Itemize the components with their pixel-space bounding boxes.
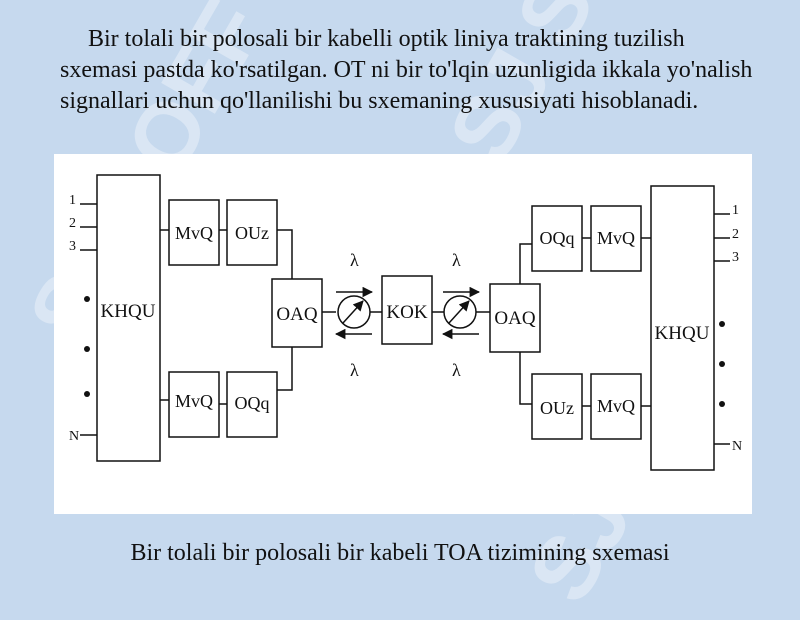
right-oaq-label: OAQ: [494, 308, 535, 329]
left-khqu-block: [96, 174, 161, 462]
right-port-3: 3: [732, 250, 739, 265]
right-mvq-top-block: [590, 205, 642, 272]
right-mvq-bottom-block: [590, 373, 642, 440]
left-port-2: 2: [69, 216, 76, 231]
left-oqq-block: [226, 371, 278, 438]
left-mvq-bottom-block: [168, 371, 220, 438]
lambda-label: λ: [350, 360, 359, 380]
intro-paragraph: Bir tolali bir polosali bir kabelli opti…: [60, 24, 765, 117]
kok-label: KOK: [386, 302, 427, 323]
right-mvq-top-label: MvQ: [597, 228, 635, 248]
right-khqu-block: [650, 185, 715, 471]
right-mvq-bottom-label: MvQ: [597, 396, 635, 416]
left-mvq-bottom-label: MvQ: [175, 391, 213, 411]
left-mvq-top-block: [168, 199, 220, 266]
right-khqu-label: KHQU: [655, 323, 710, 344]
right-dot: [719, 321, 725, 327]
right-oqq-label: OQq: [540, 228, 575, 248]
right-ouz-label: OUz: [540, 398, 574, 418]
lambda-label: λ: [350, 250, 359, 270]
kok-block: [381, 275, 433, 345]
lambda-label: λ: [452, 250, 461, 270]
block-diagram: KHQU 1 2 3 N MvQ OUz MvQ OQq OAQ: [69, 174, 742, 471]
right-oqq-block: [531, 205, 583, 272]
right-ouz-block: [531, 373, 583, 440]
left-khqu-label: KHQU: [101, 301, 156, 322]
left-port-3: 3: [69, 239, 76, 254]
right-port-n: N: [732, 439, 742, 454]
left-port-n: N: [69, 429, 79, 444]
left-ouz-block: [226, 199, 278, 266]
diagram-panel: KHQU 1 2 3 N MvQ OUz MvQ OQq OAQ: [54, 154, 752, 514]
right-port-2: 2: [732, 227, 739, 242]
left-oaq-block: [271, 278, 323, 348]
right-port-1: 1: [732, 203, 739, 218]
left-oaq-label: OAQ: [276, 304, 317, 325]
left-port-1: 1: [69, 193, 76, 208]
intro-text: Bir tolali bir polosali bir kabelli opti…: [60, 26, 753, 114]
diagram-caption: Bir tolali bir polosali bir kabeli TOA t…: [130, 540, 670, 566]
right-dot: [719, 361, 725, 367]
left-dot: [84, 296, 90, 302]
left-oqq-label: OQq: [235, 393, 270, 413]
right-oaq-block: [489, 283, 541, 353]
lambda-label: λ: [452, 360, 461, 380]
left-dot: [84, 391, 90, 397]
left-mvq-top-label: MvQ: [175, 223, 213, 243]
left-dot: [84, 346, 90, 352]
left-ouz-label: OUz: [235, 223, 269, 243]
right-dot: [719, 401, 725, 407]
